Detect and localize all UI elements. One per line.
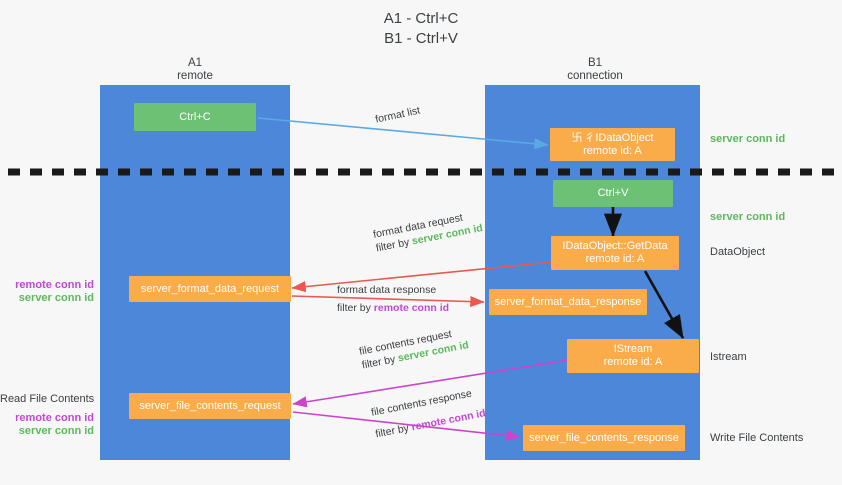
edge-fdres-text: format data response bbox=[337, 284, 437, 296]
edge-fdres-filter-prefix: filter by bbox=[337, 302, 374, 314]
node-getdata-label: IDataObject::GetData bbox=[562, 240, 668, 252]
lane-a1-name: A1 bbox=[187, 57, 203, 69]
node-istream-label: IStream bbox=[613, 343, 653, 355]
annotation-server-conn-id-2: server conn id bbox=[18, 425, 94, 437]
annotation-read-file-contents: Read File Contents bbox=[0, 393, 95, 405]
edge-fdres-filter-value: remote conn id bbox=[373, 302, 450, 314]
edge-label-file-contents-request: file contents request filter by server c… bbox=[358, 324, 470, 372]
node-idataobject[interactable]: 卐 彳IDataObject remote id: A bbox=[550, 128, 675, 161]
node-ctrl-v-label: Ctrl+V bbox=[597, 187, 629, 199]
edge-label-format-data-request: format data request filter by server con… bbox=[372, 207, 484, 255]
page-title: A1 - Ctrl+C B1 - Ctrl+V bbox=[0, 9, 842, 49]
node-istream-sub: remote id: A bbox=[603, 356, 663, 368]
lane-header-a1: A1 remote bbox=[135, 57, 255, 83]
node-istream[interactable]: IStream remote id: A bbox=[567, 339, 699, 373]
node-server-file-contents-response[interactable]: server_file_contents_response bbox=[523, 425, 685, 451]
annotation-write-file-contents: Write File Contents bbox=[710, 432, 804, 444]
lane-b1-name: B1 bbox=[587, 57, 603, 69]
node-getdata-sub: remote id: A bbox=[585, 253, 645, 265]
annotation-remote-conn-id-2: remote conn id bbox=[15, 412, 94, 424]
lane-a1-role: remote bbox=[177, 70, 213, 82]
node-server-file-contents-request[interactable]: server_file_contents_request bbox=[129, 393, 291, 419]
lane-header-b1: B1 connection bbox=[535, 57, 655, 83]
node-server-format-data-request[interactable]: server_format_data_request bbox=[129, 276, 291, 302]
lane-b1-role: connection bbox=[567, 70, 623, 82]
node-idataobject-getdata[interactable]: IDataObject::GetData remote id: A bbox=[551, 236, 679, 270]
node-file-res-label: server_file_contents_response bbox=[529, 431, 679, 444]
node-file-req-label: server_file_contents_request bbox=[139, 399, 281, 412]
annotation-dataobject: DataObject bbox=[710, 246, 766, 258]
edge-fcres-filter-prefix: filter by bbox=[374, 421, 413, 441]
annotation-remote-conn-id-1: remote conn id bbox=[15, 279, 94, 291]
annotation-server-conn-id-top: server conn id bbox=[710, 133, 786, 145]
title-line-2: B1 - Ctrl+V bbox=[384, 30, 458, 47]
node-server-format-data-response[interactable]: server_format_data_response bbox=[489, 289, 647, 315]
node-ctrl-c-label: Ctrl+C bbox=[179, 110, 211, 123]
edge-label-format-data-response: format data response filter by remote co… bbox=[337, 283, 449, 315]
node-idataobject-label: 卐 彳IDataObject bbox=[571, 131, 654, 144]
node-ctrl-v[interactable]: Ctrl+V bbox=[553, 180, 673, 207]
title-line-1: A1 - Ctrl+C bbox=[383, 10, 459, 27]
annotation-istream: Istream bbox=[710, 351, 747, 363]
node-idataobject-sub: remote id: A bbox=[583, 144, 642, 157]
edge-fcres-filter-value: remote conn id bbox=[410, 407, 487, 434]
edge-label-format-list: format list bbox=[374, 104, 422, 126]
node-fmt-res-label: server_format_data_response bbox=[494, 295, 642, 308]
edge-label-file-contents-response: file contents response filter by remote … bbox=[370, 385, 487, 442]
node-ctrl-c[interactable]: Ctrl+C bbox=[134, 103, 256, 131]
node-fmt-req-label: server_format_data_request bbox=[140, 282, 280, 295]
annotation-server-conn-id-mid: server conn id bbox=[710, 211, 786, 223]
annotation-server-conn-id-1: server conn id bbox=[18, 292, 94, 304]
